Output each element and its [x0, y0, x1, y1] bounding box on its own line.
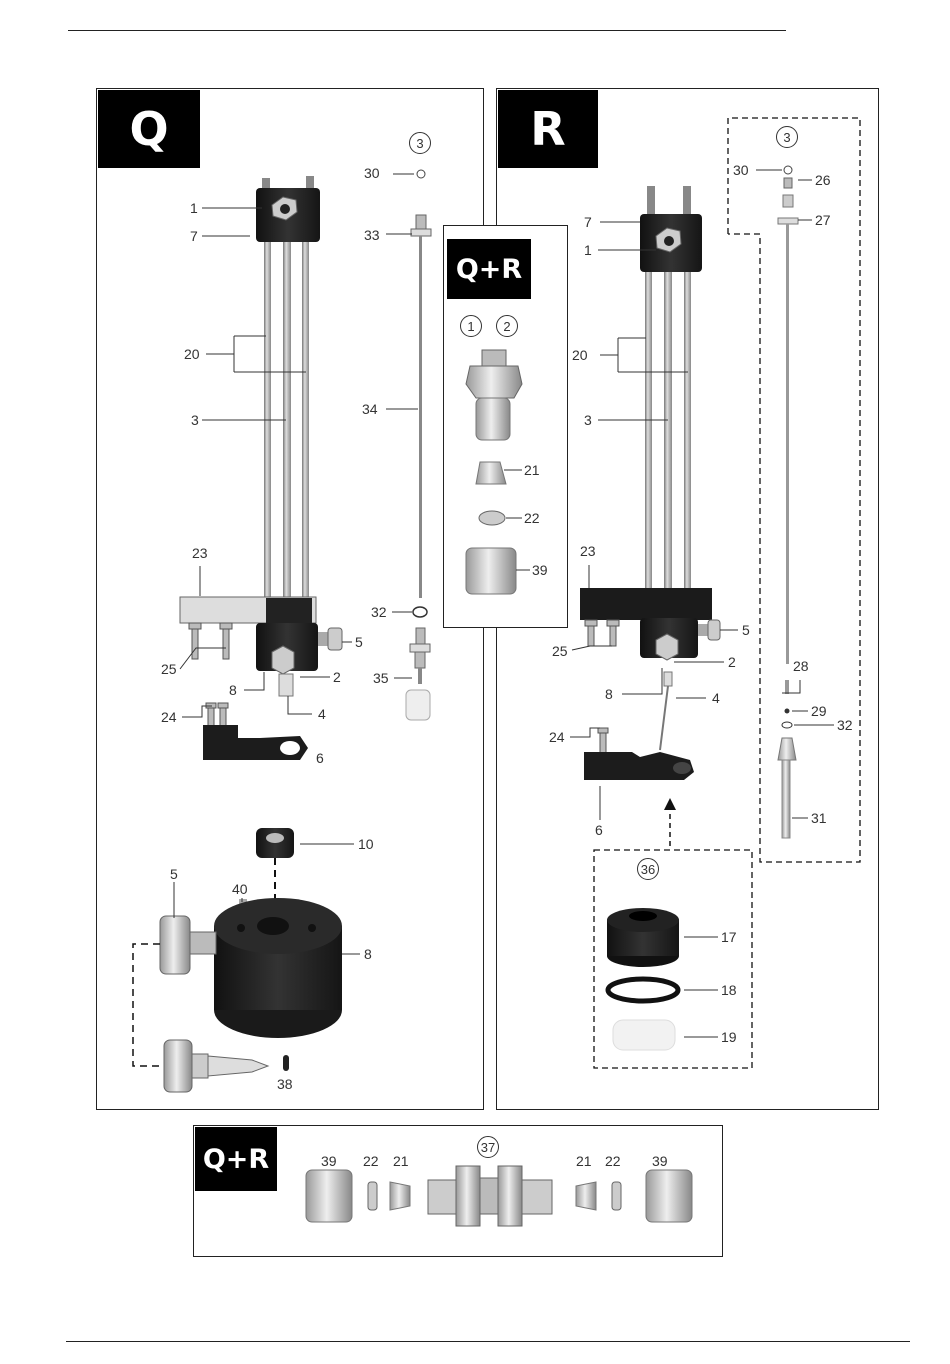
bottom-ferrule-21-left — [390, 1182, 410, 1210]
center-ring-22 — [479, 511, 505, 525]
bottom-label-21-right: 21 — [576, 1153, 592, 1169]
r-cap-17 — [607, 908, 679, 967]
q-label-2: 2 — [333, 669, 341, 685]
bottom-label-22-right: 22 — [605, 1153, 621, 1169]
q-label-4: 4 — [318, 706, 326, 722]
bottom-nut-39-right — [646, 1170, 692, 1222]
r-screws-24 — [598, 728, 608, 753]
q-label-35: 35 — [373, 670, 389, 686]
r-fitting-4 — [664, 672, 672, 686]
q-label-30: 30 — [364, 165, 380, 181]
q-label-5b: 5 — [170, 866, 178, 882]
q-label-10: 10 — [358, 836, 374, 852]
r-label-7: 7 — [584, 214, 592, 230]
q-label-40: 40 — [232, 881, 248, 897]
center-label-21: 21 — [524, 462, 540, 478]
r-label-27: 27 — [815, 212, 831, 228]
r-rod-28 — [786, 224, 789, 664]
q-label-23: 23 — [192, 545, 208, 561]
q-label-5: 5 — [355, 634, 363, 650]
bottom-label-22-left: 22 — [363, 1153, 379, 1169]
r-disc-19 — [613, 1020, 675, 1050]
q-plate-6 — [203, 725, 308, 760]
q-label-33: 33 — [364, 227, 380, 243]
q-top-block — [256, 176, 320, 242]
r-label-5: 5 — [742, 622, 750, 638]
r-label-6: 6 — [595, 822, 603, 838]
r-label-25: 25 — [552, 643, 568, 659]
center-circle-1: 1 — [460, 315, 482, 337]
q-label-38: 38 — [277, 1076, 293, 1092]
q-label-24: 24 — [161, 709, 177, 725]
r-label-28: 28 — [793, 658, 809, 674]
r-label-3: 3 — [584, 412, 592, 428]
r-plate-6 — [584, 752, 694, 780]
bottom-label-39-left: 39 — [321, 1153, 337, 1169]
q-label-32: 32 — [371, 604, 387, 620]
r-screws-25 — [585, 620, 619, 646]
center-label-39: 39 — [532, 562, 548, 578]
r-label-31: 31 — [811, 810, 827, 826]
q-screws-25 — [189, 623, 232, 659]
q-label-8: 8 — [229, 682, 237, 698]
r-label-4: 4 — [712, 690, 720, 706]
q-label-8b: 8 — [364, 946, 372, 962]
center-nut-39 — [466, 548, 516, 594]
r-tube-31 — [782, 760, 790, 838]
bottom-ring-22-left — [368, 1182, 377, 1210]
bottom-circle-37: 37 — [477, 1136, 499, 1158]
r-label-29: 29 — [811, 703, 827, 719]
q-label-20: 20 — [184, 346, 200, 362]
r-oring-18 — [608, 979, 678, 1001]
r-label-19: 19 — [721, 1029, 737, 1045]
bottom-union-37 — [428, 1166, 552, 1226]
r-circle-36: 36 — [637, 858, 659, 880]
q-fitting-4 — [279, 674, 293, 696]
r-label-23: 23 — [580, 543, 596, 559]
q-label-25: 25 — [161, 661, 177, 677]
bottom-label-39-right: 39 — [652, 1153, 668, 1169]
r-label-32: 32 — [837, 717, 853, 733]
r-label-24: 24 — [549, 729, 565, 745]
q-circle-3: 3 — [409, 132, 431, 154]
r-circle-3: 3 — [776, 126, 798, 148]
r-label-2: 2 — [728, 654, 736, 670]
q-label-34: 34 — [362, 401, 378, 417]
q-knob-5 — [160, 916, 190, 974]
r-label-17: 17 — [721, 929, 737, 945]
center-adapter — [466, 350, 522, 440]
center-circle-2: 2 — [496, 315, 518, 337]
r-label-8: 8 — [605, 686, 613, 702]
bottom-label-21-left: 21 — [393, 1153, 409, 1169]
q-big-block-8 — [214, 898, 342, 1038]
q-rod-34 — [419, 236, 422, 598]
r-label-1: 1 — [584, 242, 592, 258]
r-label-30: 30 — [733, 162, 749, 178]
bottom-ferrule-21-right — [576, 1182, 596, 1210]
r-label-20: 20 — [572, 347, 588, 363]
q-label-1: 1 — [190, 200, 198, 216]
center-ferrule-21 — [476, 462, 506, 484]
bottom-nut-39-left — [306, 1170, 352, 1222]
q-label-7: 7 — [190, 228, 198, 244]
q-oring-38 — [283, 1055, 289, 1071]
r-rods — [645, 272, 691, 592]
q-label-3: 3 — [191, 412, 199, 428]
q-screw-5 — [164, 1040, 268, 1092]
r-label-26: 26 — [815, 172, 831, 188]
q-nut-35 — [406, 690, 430, 720]
center-label-22: 22 — [524, 510, 540, 526]
r-label-18: 18 — [721, 982, 737, 998]
bottom-ring-22-right — [612, 1182, 621, 1210]
r-top-block — [640, 186, 702, 272]
q-label-6: 6 — [316, 750, 324, 766]
q-rods — [264, 242, 309, 604]
r-bar-23 — [580, 588, 712, 620]
